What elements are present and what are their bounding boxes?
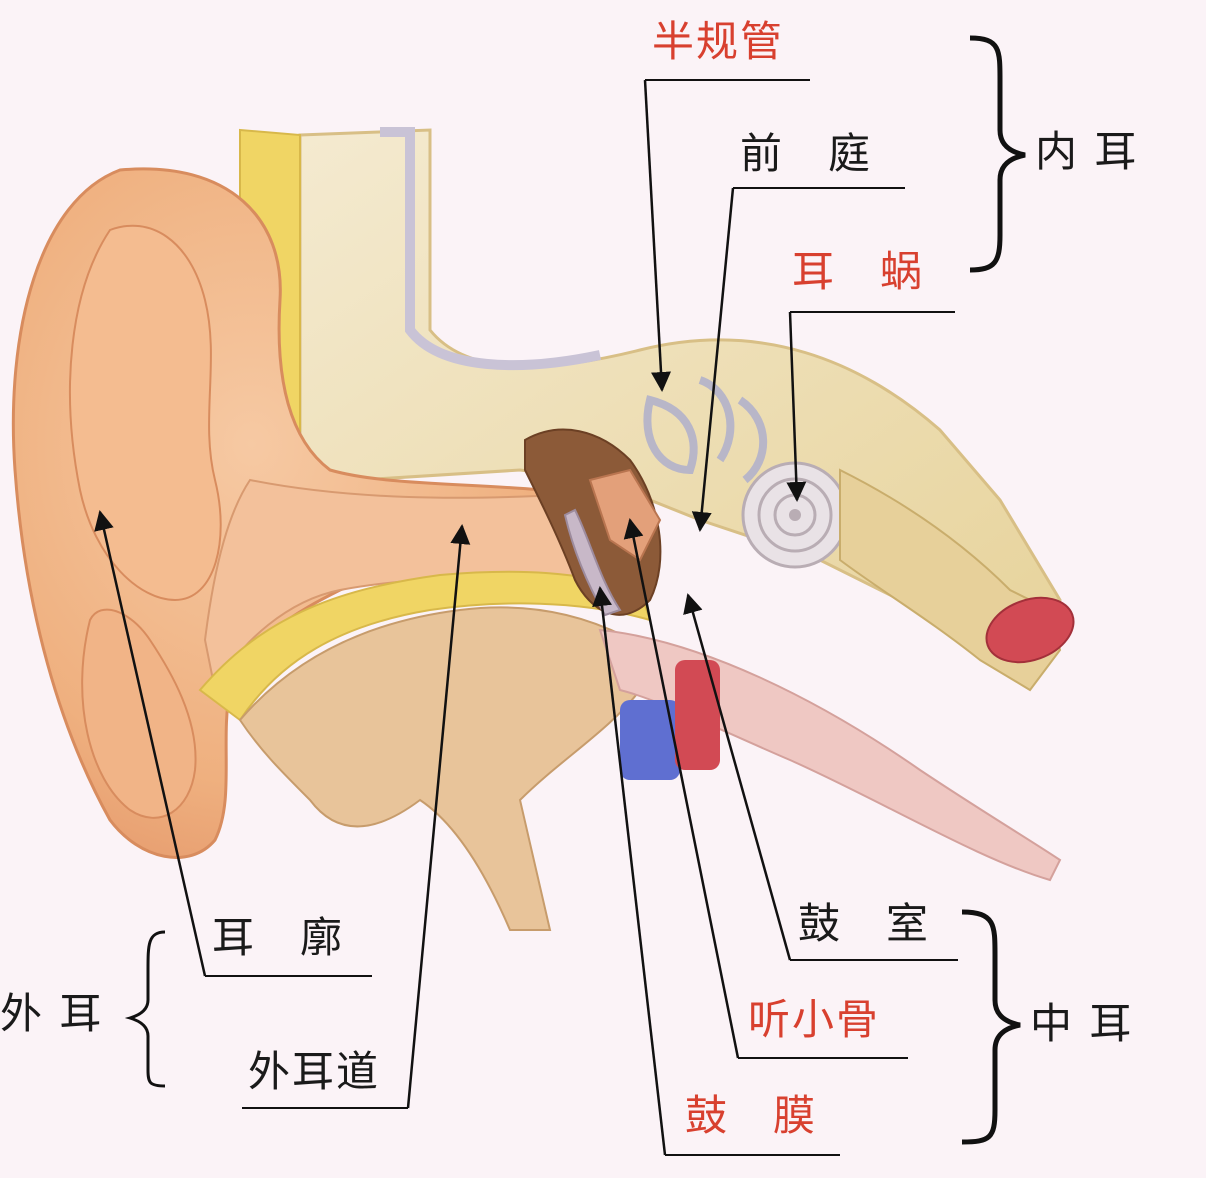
artery-shape [675,660,720,770]
leader-ear-canal [406,524,471,1109]
label-outer-ear: 外 耳 [0,989,104,1038]
label-vestibule: 前 庭 [740,129,873,178]
label-middle-ear: 中 耳 [1030,999,1134,1048]
label-semicircular-canals: 半规管 [652,17,785,66]
label-tympanic-cavity: 鼓 室 [798,899,931,948]
auditory-nerve-shape [839,468,1075,692]
leader-vestibule [691,187,735,532]
leader-eardrum [592,586,667,1156]
label-eardrum: 鼓 膜 [685,1091,818,1140]
leader-ossicles [623,518,740,1059]
leader-cochlea [786,311,807,502]
label-auricle: 耳 廓 [212,913,345,962]
middle-ear-brace [961,909,1021,1145]
label-cochlea: 耳 蜗 [792,247,925,296]
leader-semicircular-canals [643,79,671,392]
label-inner-ear: 内 耳 [1035,127,1139,176]
label-ear-canal: 外耳道 [248,1047,381,1096]
inner-ear-shape [643,376,849,569]
outer-ear-brace [124,930,166,1088]
leader-auricle [94,510,207,977]
inner-ear-brace [969,35,1026,273]
label-ossicles: 听小骨 [748,995,881,1044]
leader-tympanic-cavity [683,593,792,961]
vein-shape [620,700,680,780]
